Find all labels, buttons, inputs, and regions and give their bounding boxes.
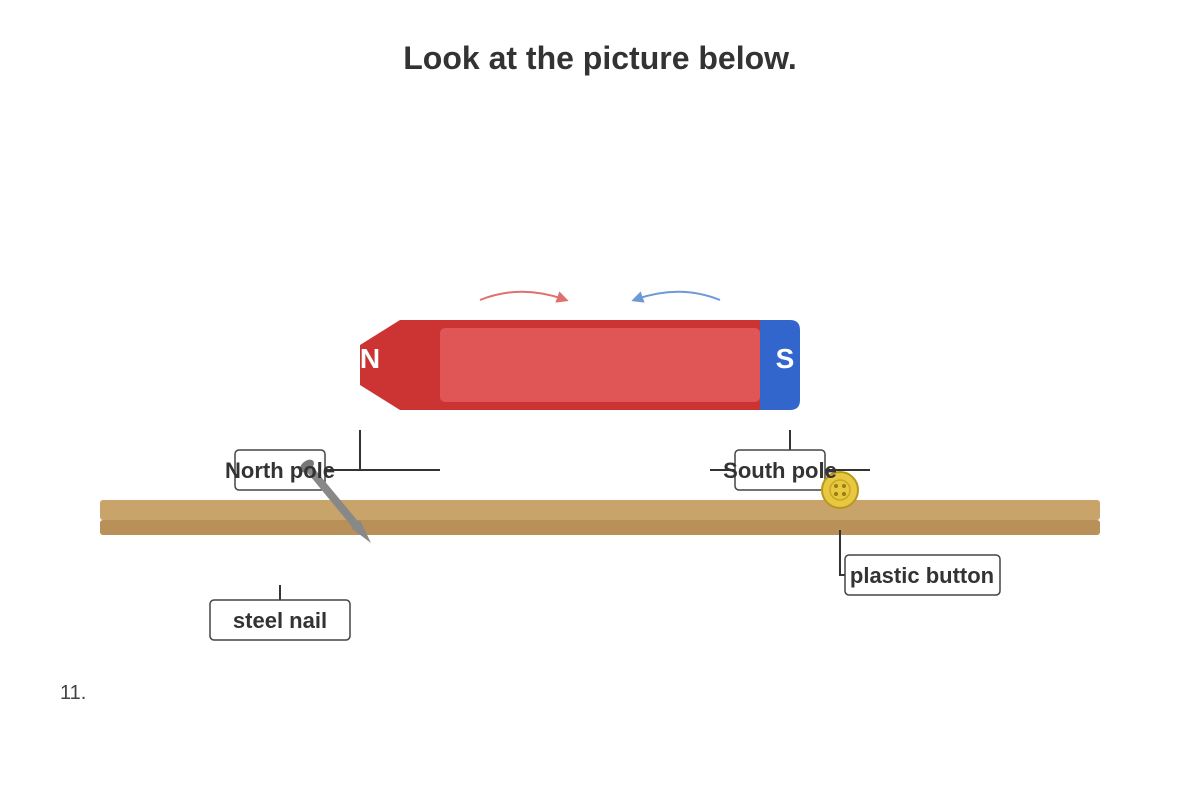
steel-nail-label-box bbox=[209, 599, 351, 641]
magnet-north-end bbox=[360, 320, 400, 410]
question-number: 11. bbox=[60, 682, 87, 704]
magnet-south-end bbox=[760, 320, 800, 410]
south-letter: S bbox=[776, 343, 795, 374]
steel-nail bbox=[300, 459, 371, 543]
shelf-bottom bbox=[100, 520, 1100, 535]
shelf-top bbox=[100, 500, 1100, 520]
south-pole-label: South pole bbox=[723, 458, 837, 483]
plastic-button bbox=[821, 471, 859, 509]
north-pole-label: North pole bbox=[225, 458, 335, 483]
north-letter: N bbox=[360, 343, 380, 374]
field-arc-south bbox=[631, 290, 721, 303]
page-title: Look at the picture below. bbox=[403, 40, 797, 76]
south-pole-label-box bbox=[734, 449, 826, 491]
field-arc-north bbox=[479, 290, 569, 303]
plastic-button-label: plastic button bbox=[850, 563, 994, 588]
steel-nail-label: steel nail bbox=[233, 608, 327, 633]
bar-magnet: N S bbox=[360, 320, 800, 410]
magnet-inner-panel bbox=[440, 328, 760, 402]
plastic-button-leader bbox=[839, 530, 845, 576]
plastic-button-label-box bbox=[844, 554, 1001, 596]
north-pole-label-box bbox=[234, 449, 326, 491]
